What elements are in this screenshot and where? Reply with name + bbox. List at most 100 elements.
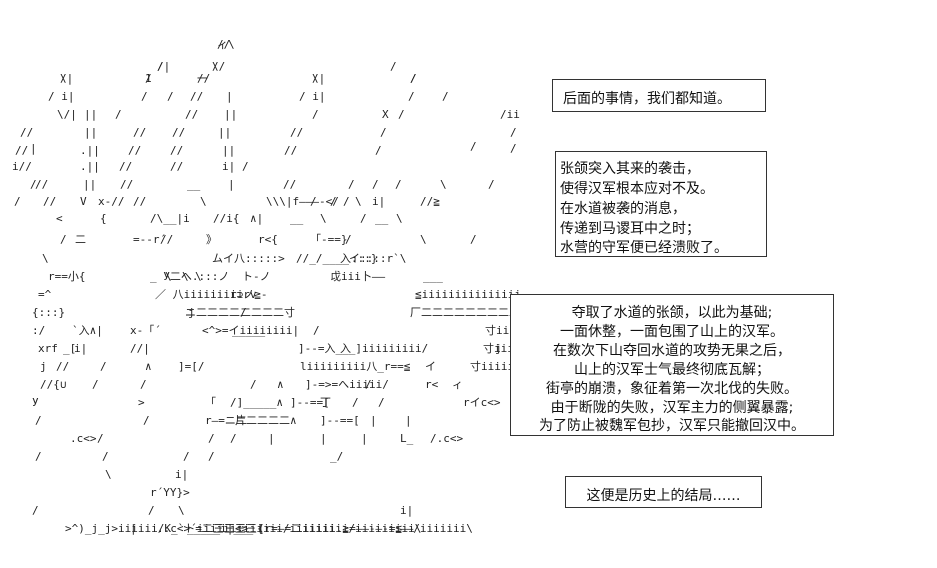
ascii-art-glyph: / [330,195,337,208]
ascii-art-glyph: / [140,378,147,391]
ascii-art-glyph: { [100,212,107,225]
ascii-art-glyph: j [495,342,502,355]
caption-box-3: 夺取了水道的张颌，以此为基础; 一面休整，一面包围了山上的汉军。 在数次下山夺回… [510,294,834,436]
ascii-art-glyph: <> [235,522,249,535]
ascii-art-glyph: \ [212,60,219,73]
caption-line: 为了防止被魏军包抄，汉军只能撤回汉中。 [539,418,805,434]
ascii-art-glyph: / [183,450,190,463]
caption-line: 在数次下山夺回水道的攻势无果之后， [553,343,791,359]
ascii-art-glyph: // [170,144,183,157]
ascii-art-glyph: i| [372,195,385,208]
ascii-art-glyph: \ [165,270,172,283]
ascii-art-glyph: ——/iiiiiii\ [400,522,473,535]
ascii-art-glyph: / [35,450,42,463]
ascii-art-glyph: 「 [205,396,216,409]
ascii-art-glyph: / [60,233,67,246]
caption-line: 街亭的崩溃，象征着第一次北伐的失败。 [546,381,798,397]
ascii-art-glyph: / i| [48,90,75,103]
ascii-art-glyph: r—=ニ二 [205,414,247,427]
caption-line: 张颌突入其来的袭击， [560,161,700,177]
ascii-art-glyph: :/ [32,324,45,337]
ascii-art-glyph: / [442,90,449,103]
ascii-art-glyph: //i{ [213,212,240,225]
ascii-art-glyph: 二 [75,233,86,246]
ascii-art-glyph: / [92,378,99,391]
ascii-art-glyph: \ [195,270,202,283]
ascii-art-glyph: / [143,414,150,427]
ascii-art-glyph: \ [42,252,49,265]
ascii-art-glyph: \ [396,212,403,225]
ascii-art-glyph: ∧| [250,212,263,225]
ascii-art-glyph: rイc<> [463,396,501,409]
caption-line: 后面的事情，我们都知道。 [563,91,731,107]
ascii-art-glyph: .|| [80,144,100,157]
ascii-art-glyph: / [240,306,247,319]
caption-box-1: 后面的事情，我们都知道。 [552,79,766,112]
ascii-art-glyph: / [312,108,319,121]
ascii-art-glyph: r< [425,378,439,391]
ascii-art-glyph: / [310,195,317,208]
ascii-art-glyph: //{∪ [40,378,67,391]
ascii-art-glyph: \ [178,504,185,517]
ascii-art-glyph: / [100,360,107,373]
ascii-art-glyph: ]-=>=へiiiii/ [305,378,389,391]
ascii-art-glyph: 入 [340,342,351,355]
ascii-art-glyph: ト-ノ [242,270,271,283]
ascii-art-glyph: //| [130,342,150,355]
ascii-art-glyph: /| [312,72,325,85]
ascii-art-glyph: / [32,504,39,517]
ascii-art-glyph: / i| [299,90,326,103]
ascii-art-glyph: / [115,108,122,121]
caption-line: 传递到马谡耳中之时； [560,221,700,237]
ascii-art-glyph: ィ [452,378,463,391]
ascii-art-glyph: ≦iiiiiiiiiiiiiiiイ二二\ [415,288,520,301]
ascii-art-glyph: / [410,72,417,85]
caption-line: 水营的守军便已经溃败了。 [560,240,728,256]
ascii-art-glyph: / [343,195,350,208]
ascii-art-glyph: i| [222,160,235,173]
ascii-art-glyph: ／ 八iiiiiiiiiノ≧- [155,288,267,301]
ascii-art-glyph: / [208,432,215,445]
ascii-art-glyph: 丁 [320,396,331,409]
ascii-art-glyph: liiiiiiiii八_r==≦ [300,360,411,373]
ascii-art-glyph: // [160,233,173,246]
ascii-art-glyph: __ [290,212,304,225]
ascii-art-glyph: /.c<> [430,432,463,445]
ascii-art-glyph: / [408,90,415,103]
ascii-art-glyph: ]--==[ [290,396,330,409]
ascii-art-glyph: | [228,178,235,191]
ascii-art-glyph: /iiiiiiiiiiiiii [500,108,520,121]
ascii-art-glyph: / [390,60,397,73]
ascii-art-glyph: // [185,108,198,121]
ascii-art-glyph: _/ [330,450,343,463]
ascii-art-glyph: x-// [98,195,125,208]
ascii-art-glyph: \ [355,195,362,208]
ascii-art-glyph: i| [400,504,413,517]
ascii-art-glyph: | [405,414,412,427]
caption-line: 这便是历史上的结局…… [586,488,741,504]
ascii-art-glyph: | [30,142,37,155]
ascii-art-glyph: / [250,378,257,391]
ascii-art-glyph: || [224,108,237,121]
ascii-art-glyph: / [208,450,215,463]
caption-line: 夺取了水道的张颌，以此为基础; [571,305,773,321]
ascii-art-glyph: ∧ [145,360,152,373]
ascii-art-glyph: =^ [38,288,52,301]
ascii-art-glyph: i// [12,160,32,173]
ascii-art-glyph: x-「´ [130,324,161,337]
ascii-art-glyph: // [120,178,133,191]
ascii-art-glyph: 》 [206,233,217,246]
ascii-art-glyph: / [378,396,385,409]
ascii-art-glyph: // [217,38,230,51]
ascii-art-glyph: _ У二へ.:::ノ [150,270,229,283]
ascii-art: ///|///|////|// i|////|/ i|/\/|||///||/X… [12,38,520,535]
ascii-art-glyph: r´YY}> [150,486,190,499]
ascii-art-glyph: > [138,396,145,409]
ascii-art-glyph: L_ [400,432,414,445]
ascii-art-glyph: // [43,195,56,208]
ascii-art-glyph: 片二二二二∧ [235,414,297,427]
ascii-art-glyph: // [290,126,303,139]
ascii-art-glyph: (r=—=二iiiiiii/iiiiiiiii\ [258,522,421,535]
ascii-art-glyph: <^>=イiiiiiiii| [202,324,299,337]
ascii-art-glyph: / [30,178,37,191]
